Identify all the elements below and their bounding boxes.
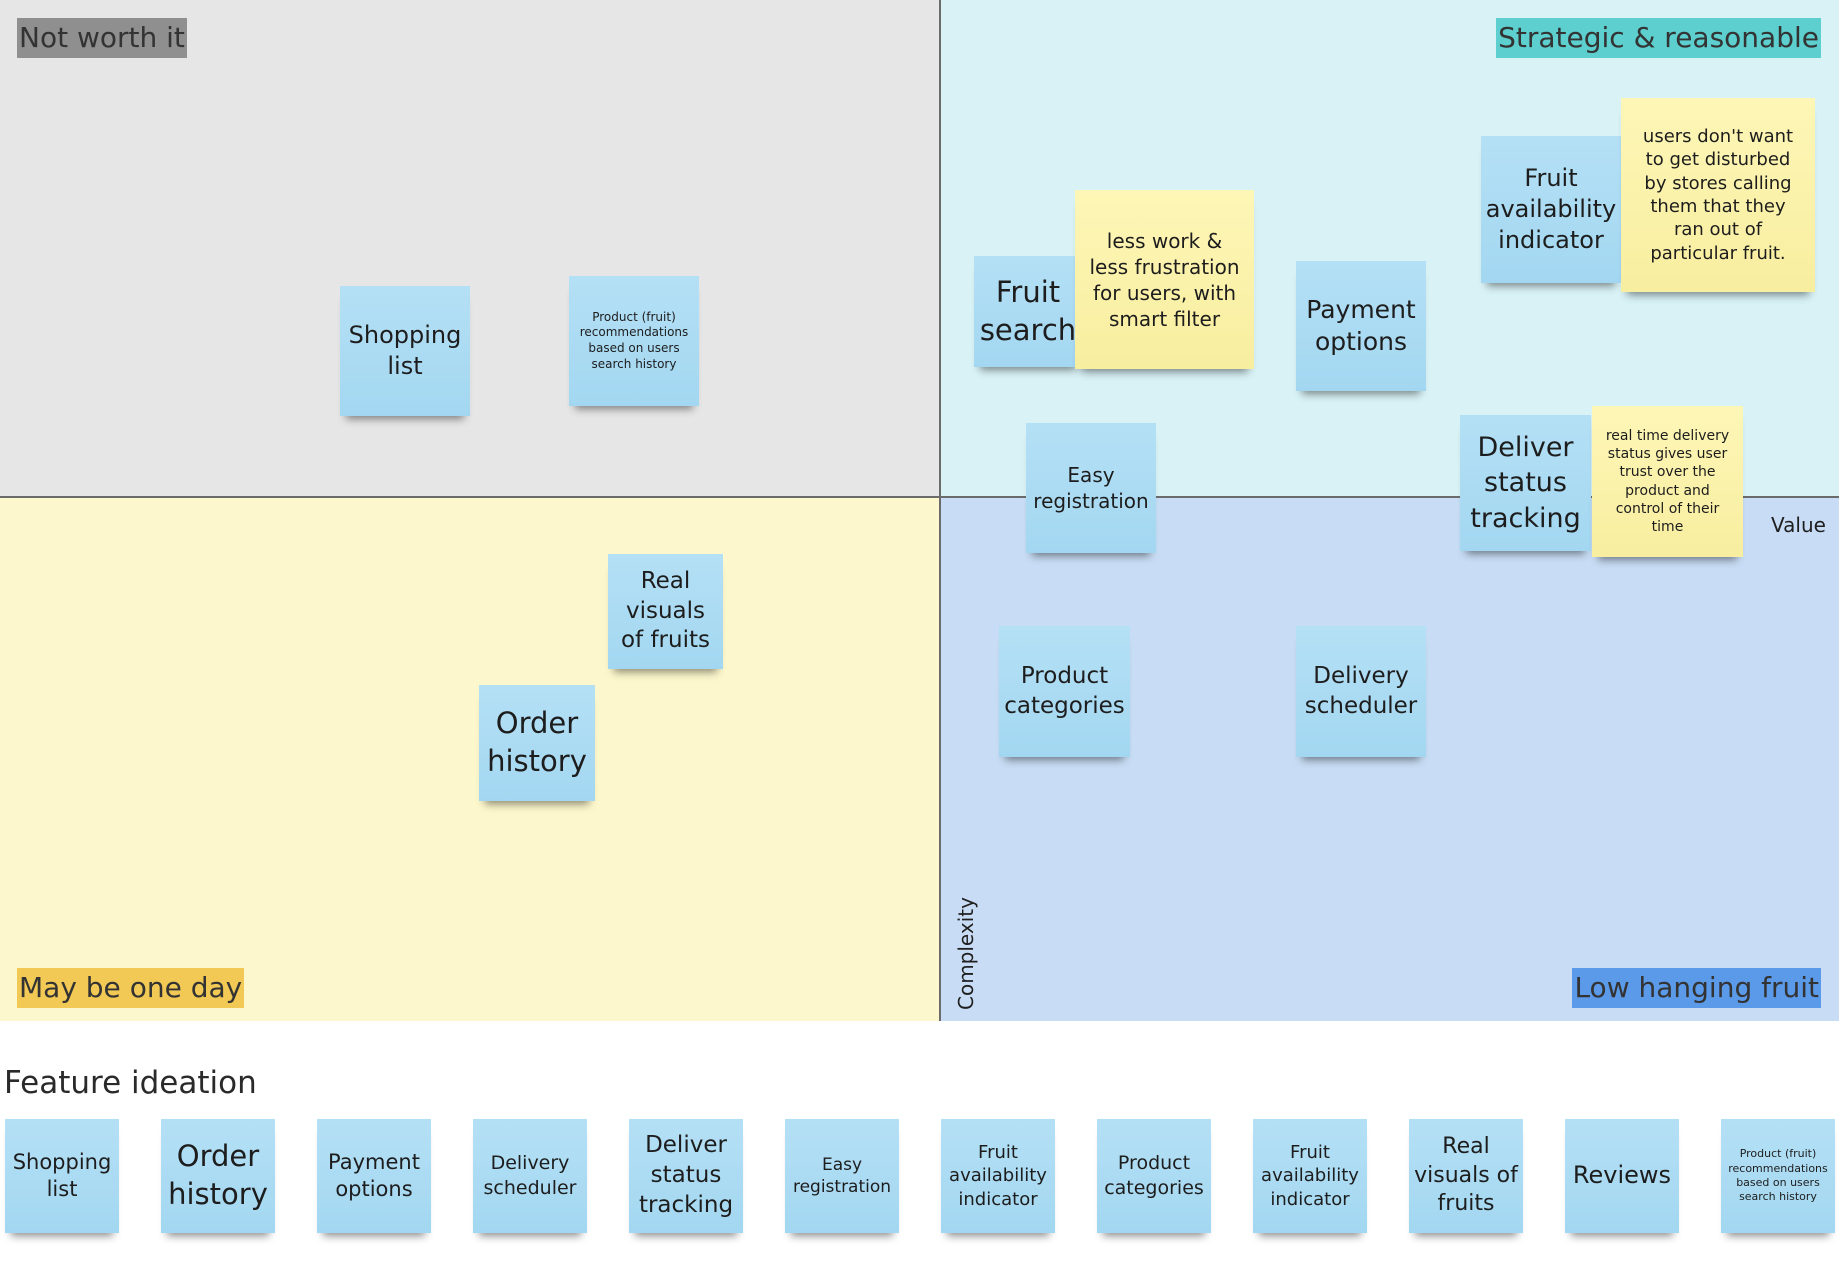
feature-fruit-availability[interactable]: Fruit availability indicator bbox=[941, 1119, 1055, 1233]
sticky-text: Payment options bbox=[1306, 294, 1416, 357]
sticky-order-history[interactable]: Order history bbox=[479, 685, 595, 801]
comment-fruit-availability[interactable]: users don't want to get disturbed by sto… bbox=[1621, 98, 1815, 292]
feature-easy-registration[interactable]: Easy registration bbox=[785, 1119, 899, 1233]
axis-label-value: Value bbox=[1771, 513, 1826, 537]
sticky-text: Shopping list bbox=[12, 1149, 112, 1201]
sticky-text: Fruit availability indicator bbox=[1485, 163, 1617, 255]
sticky-text: Deliver status tracking bbox=[1470, 432, 1581, 534]
sticky-text: Delivery scheduler bbox=[1304, 662, 1418, 719]
feature-payment-options[interactable]: Payment options bbox=[317, 1119, 431, 1233]
quadrant-label-low-hanging-fruit: Low hanging fruit bbox=[1572, 968, 1821, 1008]
sticky-payment-options[interactable]: Payment options bbox=[1296, 261, 1426, 391]
quadrant-label-maybe-one-day: May be one day bbox=[17, 968, 245, 1008]
sticky-text: Shopping list bbox=[348, 320, 462, 380]
sticky-text: Real visuals of fruits bbox=[1414, 1134, 1518, 1217]
sticky-text: Deliver status tracking bbox=[638, 1132, 734, 1218]
feature-order-history[interactable]: Order history bbox=[161, 1119, 275, 1233]
quadrant-low-hanging-fruit bbox=[940, 497, 1839, 1021]
sticky-text: Fruit availability indicator bbox=[949, 1141, 1047, 1210]
feature-fruit-availability-2[interactable]: Fruit availability indicator bbox=[1253, 1119, 1367, 1233]
sticky-fruit-search[interactable]: Fruit search bbox=[974, 256, 1082, 367]
sticky-text: Order history bbox=[168, 1139, 268, 1211]
feature-recommendations[interactable]: Product (fruit) recommendations based on… bbox=[1721, 1119, 1835, 1233]
feature-shopping-list[interactable]: Shopping list bbox=[5, 1119, 119, 1233]
sticky-fruit-availability[interactable]: Fruit availability indicator bbox=[1481, 136, 1621, 283]
axis-label-complexity: Complexity bbox=[954, 897, 978, 1010]
comment-text: less work & less frustration for users, … bbox=[1089, 228, 1240, 331]
quadrant-maybe-one-day bbox=[0, 497, 940, 1021]
sticky-text: Product (fruit) recommendations based on… bbox=[1728, 1147, 1828, 1204]
sticky-text: Payment options bbox=[328, 1149, 420, 1201]
feature-product-categories[interactable]: Product categories bbox=[1097, 1119, 1211, 1233]
sticky-real-visuals[interactable]: Real visuals of fruits bbox=[608, 554, 723, 669]
quadrant-not-worth-it bbox=[0, 0, 940, 497]
sticky-recommendations[interactable]: Product (fruit) recommendations based on… bbox=[569, 276, 699, 406]
feature-ideation-title: Feature ideation bbox=[4, 1065, 257, 1101]
comment-deliver-status[interactable]: real time delivery status gives user tru… bbox=[1592, 406, 1743, 557]
sticky-text: Product categories bbox=[1004, 662, 1125, 719]
sticky-text: Fruit search bbox=[979, 274, 1077, 347]
sticky-text: Easy registration bbox=[1033, 463, 1149, 513]
sticky-text: Real visuals of fruits bbox=[620, 567, 710, 654]
sticky-text: Easy registration bbox=[792, 1154, 892, 1197]
sticky-easy-registration[interactable]: Easy registration bbox=[1026, 423, 1156, 553]
comment-text: real time delivery status gives user tru… bbox=[1605, 427, 1730, 535]
comment-text: users don't want to get disturbed by sto… bbox=[1642, 125, 1794, 264]
vertical-axis-line bbox=[939, 0, 941, 1021]
sticky-text: Delivery scheduler bbox=[483, 1152, 577, 1199]
sticky-deliver-status[interactable]: Deliver status tracking bbox=[1460, 415, 1591, 551]
quadrant-label-strategic: Strategic & reasonable bbox=[1496, 18, 1821, 58]
feature-real-visuals[interactable]: Real visuals of fruits bbox=[1409, 1119, 1523, 1233]
sticky-product-categories[interactable]: Product categories bbox=[999, 626, 1130, 757]
sticky-text: Product (fruit) recommendations based on… bbox=[579, 309, 689, 371]
sticky-delivery-scheduler[interactable]: Delivery scheduler bbox=[1296, 626, 1426, 757]
horizontal-axis-line bbox=[0, 496, 1839, 498]
sticky-text: Order history bbox=[487, 706, 587, 778]
comment-fruit-search[interactable]: less work & less frustration for users, … bbox=[1075, 190, 1254, 369]
sticky-shopping-list[interactable]: Shopping list bbox=[340, 286, 470, 416]
feature-deliver-status-tracking[interactable]: Deliver status tracking bbox=[629, 1119, 743, 1233]
sticky-text: Fruit availability indicator bbox=[1261, 1141, 1359, 1210]
quadrant-label-not-worth-it: Not worth it bbox=[17, 18, 187, 58]
sticky-text: Product categories bbox=[1104, 1152, 1204, 1199]
sticky-text: Reviews bbox=[1572, 1161, 1672, 1190]
feature-reviews[interactable]: Reviews bbox=[1565, 1119, 1679, 1233]
feature-delivery-scheduler[interactable]: Delivery scheduler bbox=[473, 1119, 587, 1233]
